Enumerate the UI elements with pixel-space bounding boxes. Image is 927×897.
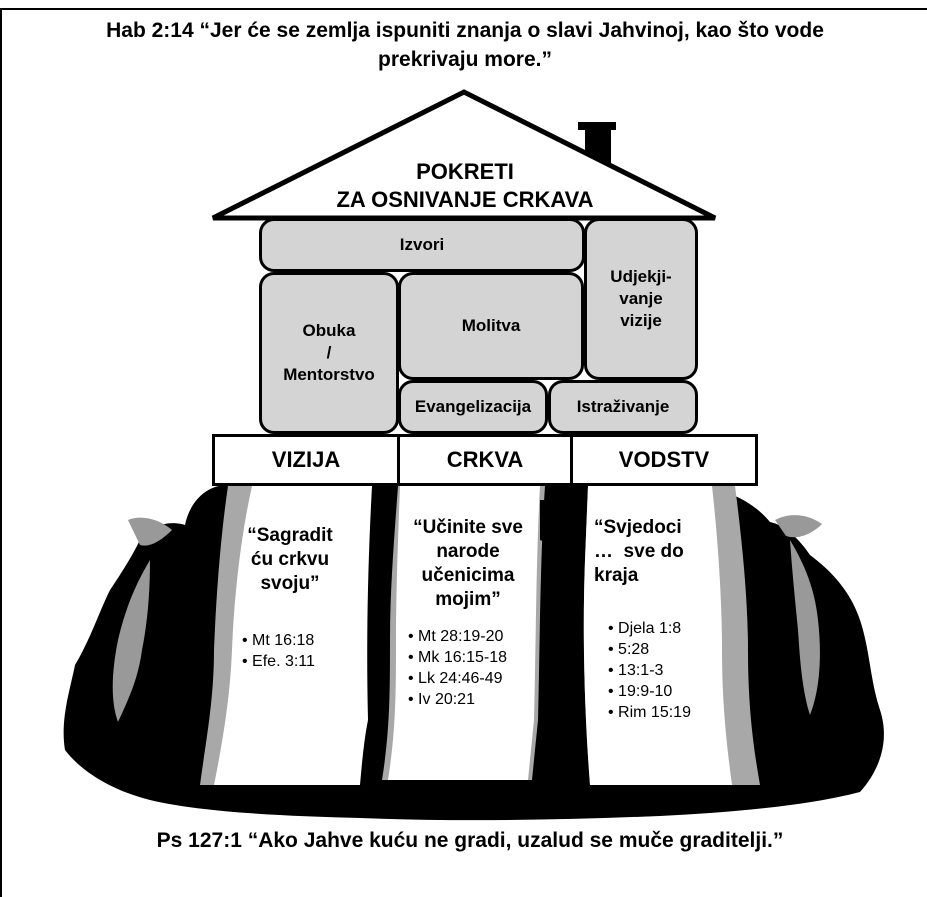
- reference-item: Mt 16:18: [242, 630, 315, 651]
- reference-item: 13:1-3: [608, 660, 691, 681]
- right-rock-shade: [790, 540, 820, 715]
- reference-item: 5:28: [608, 639, 691, 660]
- block-obuka-mentorstvo: Obuka / Mentorstvo: [259, 272, 399, 434]
- pillar-1-quote-line: svoju”: [260, 573, 320, 594]
- block-istrazivanje-label: Istraživanje: [576, 397, 670, 416]
- pillar-2-quote-line: “Učinite sve: [413, 517, 523, 538]
- left-rock-tip: [128, 517, 172, 546]
- top-verse: Hab 2:14 “Jer će se zemlja ispuniti znan…: [106, 19, 824, 71]
- bottom-verse: Ps 127:1 “Ako Jahve kuću ne gradi, uzalu…: [156, 829, 784, 852]
- pillar-2-references: Mt 28:19-20 Mk 16:15-18 Lk 24:46-49 Iv 2…: [408, 626, 507, 710]
- beam-vizija: VIZIJA: [212, 434, 400, 486]
- pillar-3-quote-line: “Svjedoci: [594, 517, 682, 538]
- beam-crkva-label: CRKVA: [446, 447, 524, 472]
- pillar-2-quote-line: mojim”: [435, 589, 501, 610]
- beam-vizija-label: VIZIJA: [271, 447, 341, 472]
- beam-crkva: CRKVA: [397, 434, 573, 486]
- pillar-2-quote-line: učenicima: [421, 565, 515, 586]
- block-evangelizacija: Evangelizacija: [398, 380, 548, 434]
- left-rock-shade: [112, 560, 150, 722]
- frame-left-border: [0, 10, 2, 897]
- block-evangelizacija-label: Evangelizacija: [414, 397, 532, 416]
- block-molitva: Molitva: [398, 272, 584, 380]
- reference-item: Mt 28:19-20: [408, 626, 507, 647]
- reference-item: Efe. 3:11: [242, 651, 315, 672]
- reference-item: Iv 20:21: [408, 689, 507, 710]
- block-obuka-line-3: Mentorstvo: [283, 365, 375, 384]
- pillar-1-quote: “Sagradit ću crkvu svoju”: [230, 524, 350, 596]
- frame-top-border: [0, 8, 927, 10]
- block-istrazivanje: Istraživanje: [548, 380, 698, 434]
- pillar-3-quote: “Svjedoci … sve do kraja: [594, 516, 704, 588]
- block-molitva-label: Molitva: [461, 316, 521, 335]
- reference-item: Lk 24:46-49: [408, 668, 507, 689]
- pillar-3-quote-line: kraja: [594, 565, 639, 586]
- reference-item: Rim 15:19: [608, 702, 691, 723]
- block-izvori: Izvori: [259, 218, 585, 272]
- pillar-gap: [540, 500, 585, 548]
- chimney-cap: [578, 122, 616, 130]
- right-rock-tip: [775, 515, 822, 538]
- roof-title: POKRETI ZA OSNIVANJE CRKAVA: [300, 158, 630, 214]
- reference-item: Djela 1:8: [608, 618, 691, 639]
- pillar-1-references: Mt 16:18 Efe. 3:11: [242, 630, 315, 672]
- beam-vodstv-label: VODSTV: [618, 447, 710, 472]
- block-obuka-line-2: /: [326, 343, 332, 362]
- beam-vodstv: VODSTV: [570, 434, 758, 486]
- block-izvori-label: Izvori: [399, 235, 445, 254]
- block-udjekji-line-2: vanje: [619, 289, 663, 308]
- block-obuka-line-1: Obuka: [302, 321, 356, 340]
- roof-title-line-1: POKRETI: [416, 159, 514, 184]
- pillar-1-quote-line: ću crkvu: [250, 549, 330, 570]
- pillar-3-references: Djela 1:8 5:28 13:1-3 19:9-10 Rim 15:19: [608, 618, 691, 723]
- pillar-2-quote-line: narode: [436, 541, 500, 562]
- block-udjekji-line-3: vizije: [620, 311, 662, 330]
- reference-item: Mk 16:15-18: [408, 647, 507, 668]
- block-udjekjivanje-vizije: Udjekji- vanje vizije: [584, 218, 698, 380]
- pillar-2-quote: “Učinite sve narode učenicima mojim”: [388, 516, 548, 612]
- block-udjekji-line-1: Udjekji-: [610, 267, 672, 286]
- pillar-3-quote-line: … sve do: [594, 541, 684, 562]
- reference-item: 19:9-10: [608, 681, 691, 702]
- roof-title-line-2: ZA OSNIVANJE CRKAVA: [336, 187, 594, 212]
- pillar-1-quote-line: “Sagradit: [247, 525, 333, 546]
